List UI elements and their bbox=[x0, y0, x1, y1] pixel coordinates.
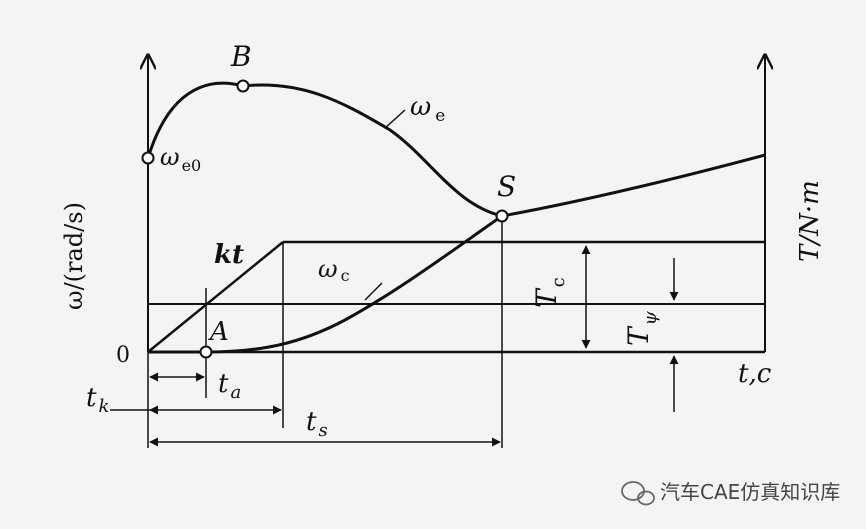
point-a-marker bbox=[199, 345, 213, 359]
kt-ramp bbox=[147, 241, 284, 353]
point-we0-marker bbox=[141, 151, 155, 165]
omega-c-curve bbox=[148, 214, 503, 354]
kt-label: kt bbox=[214, 240, 244, 270]
point-s-marker bbox=[495, 209, 509, 223]
y-left-label: ω/(rad/s) bbox=[60, 202, 88, 310]
omega-e-curve bbox=[146, 81, 766, 218]
wechat-icon bbox=[621, 481, 655, 506]
point-s-label: S bbox=[497, 170, 516, 203]
omega-e-leader bbox=[384, 109, 406, 129]
origin-label: 0 bbox=[116, 343, 130, 368]
x-axis-label: t,c bbox=[738, 359, 772, 389]
point-b-marker bbox=[236, 79, 250, 93]
point-a-label: A bbox=[208, 317, 229, 347]
watermark: 汽车CAE仿真知识库 bbox=[621, 480, 840, 506]
watermark-text: 汽车CAE仿真知识库 bbox=[660, 480, 840, 504]
point-b-label: B bbox=[230, 40, 252, 73]
omega-c-leader bbox=[364, 282, 383, 301]
y-right-label: T/N·m bbox=[795, 180, 825, 262]
t-c-label: Tc bbox=[530, 277, 569, 308]
t-psi-label: Tψ bbox=[622, 310, 661, 346]
